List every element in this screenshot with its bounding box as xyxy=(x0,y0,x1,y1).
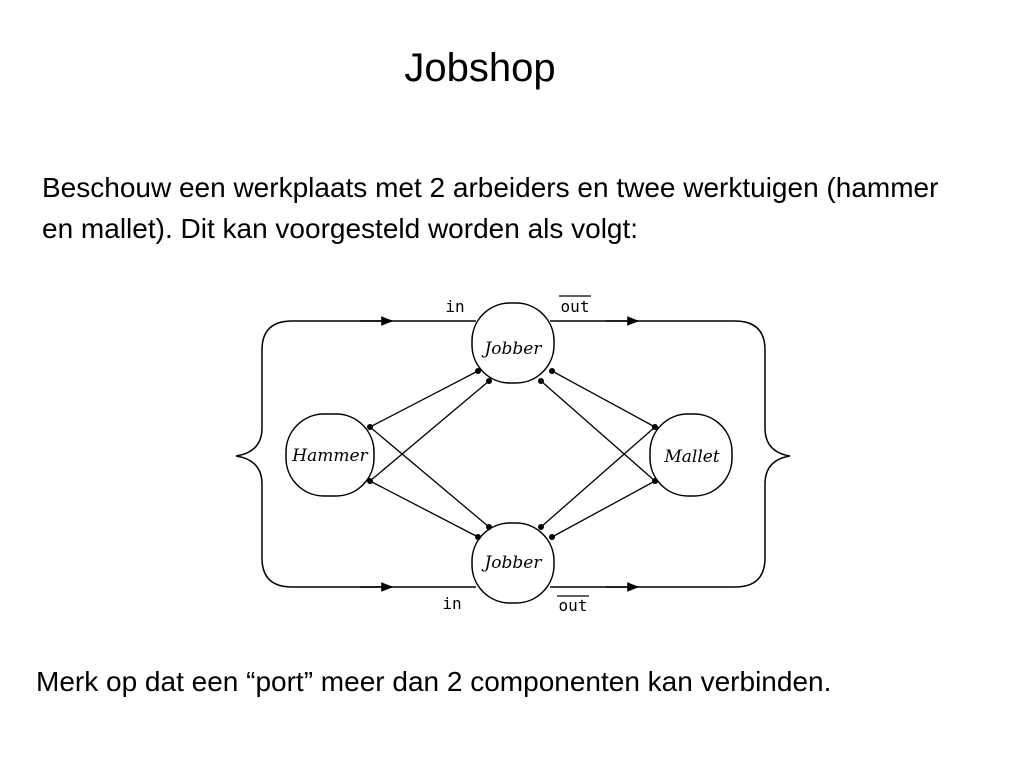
note-text: Merk op dat een “port” meer dan 2 compon… xyxy=(36,666,832,697)
jobber-bottom-node xyxy=(471,522,555,604)
jobber-top-label: Jobber xyxy=(481,339,542,359)
mallet-label: Mallet xyxy=(663,447,719,467)
bottom-out-label: out xyxy=(559,596,588,615)
bottom-in-label: in xyxy=(442,594,461,613)
jobber-bottom-label: Jobber xyxy=(481,553,542,573)
mallet-node xyxy=(649,413,733,497)
hammer-node xyxy=(285,413,375,497)
hammer-label: Hammer xyxy=(291,446,368,466)
right-brace xyxy=(734,320,791,588)
port-dots xyxy=(367,368,658,540)
jobber-top-node xyxy=(471,302,555,384)
slide-title: Jobshop xyxy=(404,46,556,90)
connections xyxy=(369,370,656,538)
top-out-label: out xyxy=(561,297,590,316)
top-in-label: in xyxy=(445,297,464,316)
left-brace xyxy=(235,320,293,588)
intro-text: Beschouw een werkplaats met 2 arbeiders … xyxy=(42,172,939,244)
